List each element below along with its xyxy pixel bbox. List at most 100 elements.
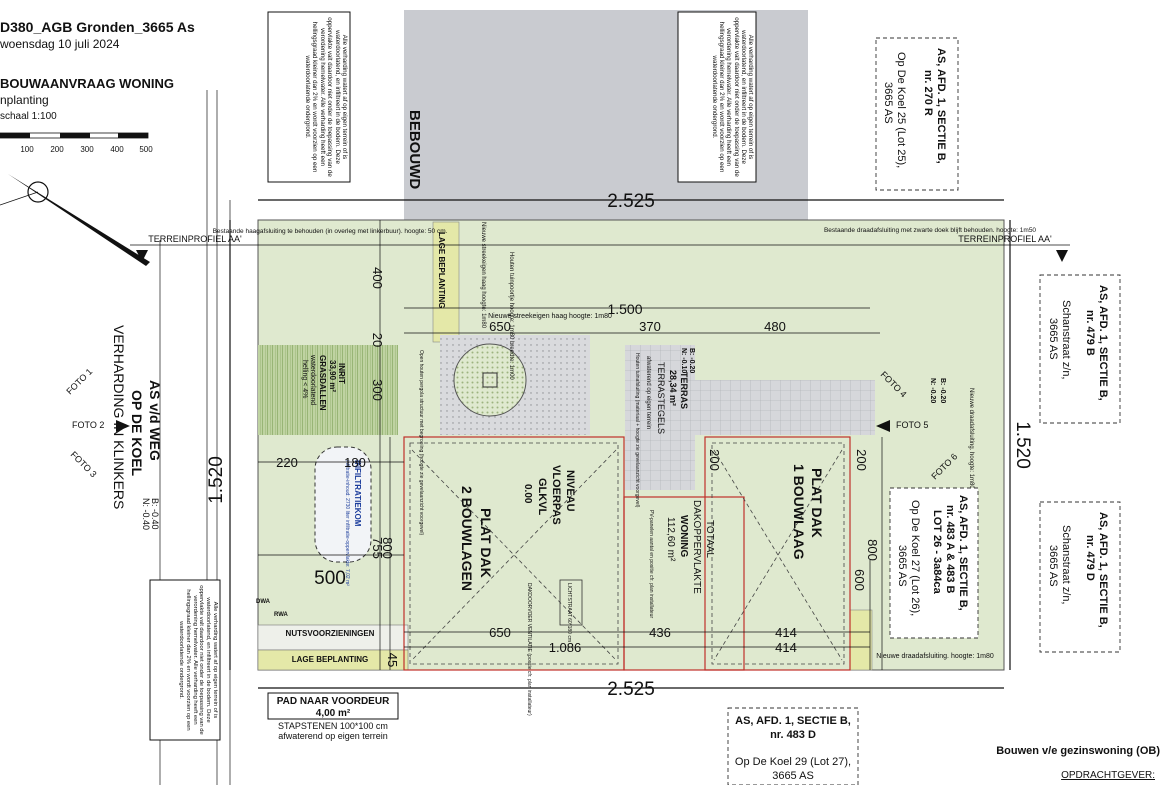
north-arrow-icon bbox=[0, 174, 150, 266]
level-n-left: N: -0.40 bbox=[141, 498, 151, 530]
neighbor-1-line1: AS, AFD. 1, SECTIE B, bbox=[935, 48, 947, 164]
bebouwd-label: BEBOUWD bbox=[406, 110, 423, 189]
neighbor-3-addr1: Op De Koel 27 (Lot 26), bbox=[909, 500, 921, 616]
dim-800-left: 800 bbox=[380, 537, 395, 559]
totaal-line3: WONING bbox=[678, 515, 689, 557]
neighbor-1-addr2: 3665 AS bbox=[882, 82, 894, 124]
neighbor-3-addr2: 3665 AS bbox=[896, 545, 908, 587]
dim-755: 755 bbox=[370, 537, 385, 559]
dim-400: 400 bbox=[370, 267, 385, 289]
footer-opdrachtgever: OPDRACHTGEVER: bbox=[1061, 770, 1155, 781]
stapstenen-label: STAPSTENEN 100*100 cm bbox=[278, 721, 388, 731]
scale-bar: 100 200 300 400 500 bbox=[0, 132, 153, 154]
neighbor-1-addr1: Op De Koel 25 (Lot 25), bbox=[895, 52, 907, 168]
road-name: OP DE KOEL bbox=[129, 390, 145, 477]
neighbor-box-2: AS, AFD. 1, SECTIE B, nr. 479 B Schanstr… bbox=[1039, 274, 1121, 424]
tuinpoortje-note: Houten tuinpoortje hoogte: 1m80 breedte:… bbox=[508, 252, 514, 380]
neighbor-2-line2: nr. 479 B bbox=[1084, 310, 1096, 356]
dim-180: 180 bbox=[344, 455, 366, 470]
dim-650-bottom: 650 bbox=[489, 625, 511, 640]
foto3-label: FOTO 3 bbox=[69, 449, 99, 479]
dim-370: 370 bbox=[639, 319, 661, 334]
dim-500: 500 bbox=[314, 568, 346, 589]
scale-tick: 500 bbox=[139, 145, 153, 154]
niveau-line1: NIVEAU bbox=[564, 470, 576, 512]
pv-note: PV-panelen aantal en positie cfr. plan i… bbox=[648, 510, 654, 618]
lage-beplanting-bottom bbox=[257, 649, 409, 671]
house bbox=[403, 436, 851, 671]
lage-beplanting-top-label: LAGE BEPLANTING bbox=[437, 232, 446, 308]
road-paving: VERHARDING IN KLINKERS bbox=[111, 325, 127, 509]
niveau-line4: 0.00 bbox=[522, 484, 533, 504]
level-b-terras: B: -0.20 bbox=[688, 348, 695, 373]
hedge-note: Bestaande haagafsluiting te behouden (in… bbox=[213, 228, 448, 235]
project-date: woensdag 10 juli 2024 bbox=[0, 37, 120, 51]
level-n-right: N: -0.20 bbox=[929, 378, 936, 403]
nutsvoorzieningen-label: NUTSVOORZIENINGEN bbox=[286, 629, 375, 638]
neighbor-box-5: AS, AFD. 1, SECTIE B, nr. 483 D Op De Ko… bbox=[727, 707, 859, 785]
section-arrow-icon bbox=[136, 250, 148, 262]
lage-beplanting-bottom-label: LAGE BEPLANTING bbox=[292, 655, 368, 664]
terras-area: 28,34 m² bbox=[668, 370, 678, 406]
dim-800-right: 800 bbox=[865, 539, 880, 561]
terras-tiles-right bbox=[695, 380, 875, 435]
terras-tiles bbox=[625, 345, 695, 490]
totaal-line1: TOTAAL bbox=[704, 520, 715, 558]
neighbor-box-1: AS, AFD. 1, SECTIE B, nr. 270 R Op De Ko… bbox=[875, 37, 959, 191]
dim-414-b: 414 bbox=[775, 640, 797, 655]
neighbor-2-addr1: Schanstraat z/n, bbox=[1060, 300, 1072, 380]
pad-box: PAD NAAR VOORDEUR 4,00 m² STAPSTENEN 100… bbox=[267, 692, 399, 741]
foto1-label: FOTO 1 bbox=[64, 366, 94, 396]
neighbor-2-line1: AS, AFD. 1, SECTIE B, bbox=[1097, 285, 1109, 401]
foto5-label: FOTO 5 bbox=[896, 420, 928, 430]
dim-top: 2.525 bbox=[607, 191, 655, 212]
footer-bouwen: Bouwen v/e gezinswoning (OB) bbox=[996, 745, 1160, 757]
neighbor-4-addr1: Schanstraat z/n, bbox=[1060, 525, 1072, 605]
neighbor-3-line1: AS, AFD. 1, SECTIE B, bbox=[957, 495, 969, 611]
streekeigen-haag-2: Nieuwe streekeigen haag hoogte: 1m80 bbox=[480, 222, 486, 329]
scale-tick: 300 bbox=[80, 145, 94, 154]
new-wire-bottom: Nieuwe draadafsluiting. hoogte: 1m80 bbox=[876, 653, 994, 660]
dim-650-top: 650 bbox=[489, 319, 511, 334]
rwa-label: RWA bbox=[274, 612, 289, 618]
infiltratiekom bbox=[314, 446, 372, 563]
dim-200-terras: 200 bbox=[707, 449, 722, 471]
grasdallen-label: GRASDALLEN bbox=[318, 355, 327, 411]
totaal-line2: DAKOPPERVLAKTE bbox=[691, 500, 702, 594]
dim-20: 20 bbox=[370, 333, 385, 347]
inrit-area: 33,90 m² bbox=[328, 360, 337, 392]
lage-beplanting-right bbox=[849, 609, 873, 671]
waterdoorlatend-label: waterdoorlatend bbox=[309, 354, 316, 405]
scale-tick: 100 bbox=[20, 145, 34, 154]
scale-tick: 200 bbox=[50, 145, 64, 154]
inrit-label: INRIT bbox=[337, 363, 346, 384]
platdak1-label: PLAT DAK bbox=[809, 468, 825, 538]
platdak2-label: PLAT DAK bbox=[478, 508, 494, 578]
neighbor-1-line2: nr. 270 R bbox=[922, 70, 934, 116]
neighbor-4-line1: AS, AFD. 1, SECTIE B, bbox=[1097, 512, 1109, 628]
helling-label: helling < 4% bbox=[301, 360, 308, 398]
project-title: D380_AGB Gronden_3665 As bbox=[0, 19, 195, 35]
infiltratiekom-label: INFILTRATIEKOM bbox=[353, 460, 362, 527]
dim-414-a: 414 bbox=[775, 625, 797, 640]
rain-note-bottom-left: Alle verharding watert af op eigen terre… bbox=[178, 585, 218, 735]
neighbor-5-addr1: Op De Koel 29 (Lot 27), bbox=[735, 756, 851, 768]
dakdoorvoer-note: DAKDOORVOER VENTILATIE (positie cfr. pla… bbox=[526, 583, 532, 716]
dwa-label: DWA bbox=[256, 599, 271, 605]
level-b-right: B: -0.20 bbox=[939, 378, 946, 403]
wire-note: Bestaande draadafsluiting met zwarte doe… bbox=[824, 227, 1036, 234]
tuinafsluiting-note: Houten tuinafsluiting (materiaal + hoogt… bbox=[634, 353, 640, 508]
neighbor-box-4: AS, AFD. 1, SECTIE B, nr. 479 D Schanstr… bbox=[1039, 501, 1121, 653]
terreinprofiel-left: TERREINPROFIEL AA' bbox=[148, 234, 242, 244]
dim-436: 436 bbox=[649, 625, 671, 640]
neighbor-4-addr2: 3665 AS bbox=[1047, 545, 1059, 587]
scale-tick: 400 bbox=[110, 145, 124, 154]
dim-1086: 1.086 bbox=[549, 640, 582, 655]
infiltratiekom-sub: infiltratie-inhoud: 2730 liter infiltrat… bbox=[344, 460, 350, 586]
neighbor-5-line2: nr. 483 D bbox=[770, 729, 816, 741]
dim-600: 600 bbox=[852, 569, 867, 591]
neighbor-2-addr2: 3665 AS bbox=[1047, 318, 1059, 360]
new-wire-right: Nieuwe draadafsluiting. hoogte: 1m80 bbox=[968, 388, 974, 489]
platdak1-sub: 1 BOUWLAAG bbox=[791, 464, 807, 560]
